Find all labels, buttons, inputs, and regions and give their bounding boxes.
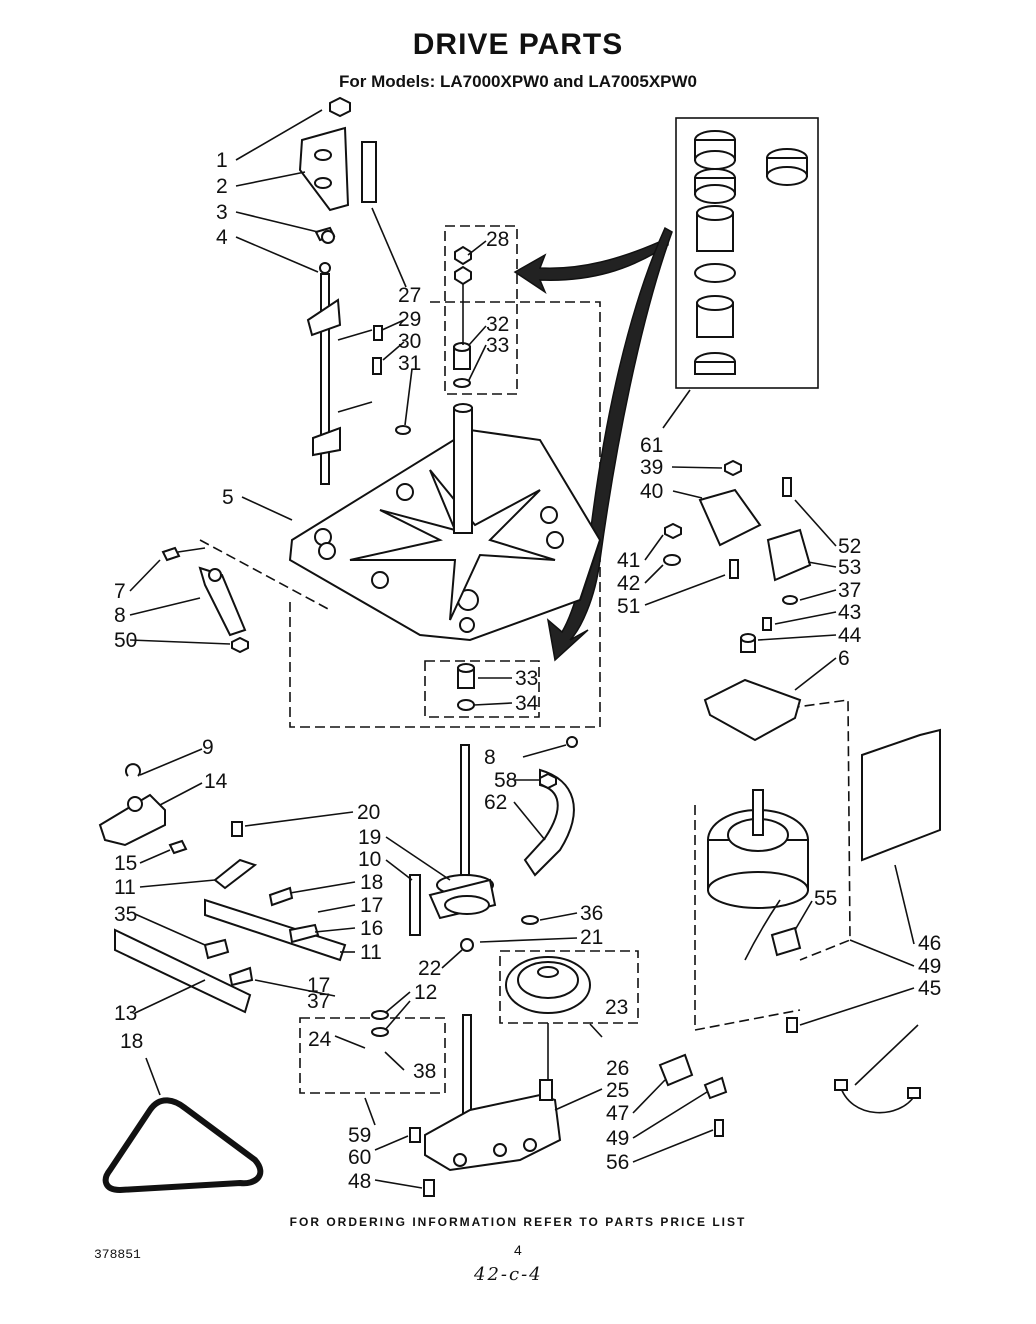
callout-16: 11 [360,941,382,964]
callout-10: 15 [114,852,137,875]
callout-20: 19 [358,826,381,849]
spout-parts [453,245,472,388]
callout-56: 55 [814,887,837,910]
bearing-kit [675,117,819,389]
callout-61: 61 [640,434,663,457]
drain-tube [521,736,578,925]
motor-bracket-parts [663,459,812,742]
callout-37a: 43 [838,601,861,624]
callout-42: 42 [617,572,640,595]
drive-pulley [505,956,591,1080]
callout-11b: 35 [114,903,137,926]
gearcase [409,1079,562,1197]
drive-belt [102,1097,264,1194]
callout-19: 10 [358,848,381,871]
callout-27: 27 [398,284,421,307]
callout-14: 20 [357,801,380,824]
assembly-arrows [513,226,673,662]
callout-18a: 17 [360,894,383,917]
callout-47: 49 [606,1127,629,1150]
callout-49a: 56 [606,1151,629,1174]
actuator-rod-assembly [298,96,411,485]
callout-46: 49 [918,955,941,978]
callout-41: 41 [617,549,640,572]
callout-49b: 45 [918,977,941,1000]
callout-44: 6 [838,647,850,670]
callout-36: 21 [580,926,603,949]
callout-22: 12 [414,981,437,1004]
ordering-info-footer: FOR ORDERING INFORMATION REFER TO PARTS … [289,1215,747,1229]
callout-58: 62 [484,791,507,814]
page-title: DRIVE PARTS [412,28,624,61]
callout-62: 9 [202,736,214,759]
callout-8b: 58 [494,769,517,792]
callout-24: 38 [413,1060,436,1083]
callout-52: 53 [838,556,861,579]
callout-labels: 1 2 3 4 27 29 30 31 5 28 32 33 61 39 40 … [114,149,941,1193]
callout-17b: 37 [307,990,330,1013]
callout-50: 33 [515,667,538,690]
callout-15: 11 [114,876,136,899]
callout-29: 29 [398,308,421,331]
callout-23: 24 [308,1028,332,1051]
callout-39: 39 [640,456,663,479]
shaft-assembly [371,663,497,1121]
callout-40: 40 [640,480,663,503]
model-subtitle: For Models: LA7000XPW0 and LA7005XPW0 [338,72,698,91]
dashed-group-boxes [199,225,851,1094]
document-number: 378851 [94,1247,141,1262]
callout-8a: 50 [114,629,137,652]
handwritten-note: 42-c-4 [474,1264,543,1285]
callout-43: 44 [838,624,862,647]
callout-5: 5 [222,486,234,509]
callout-53: 37 [838,579,861,602]
callout-4: 4 [216,226,228,249]
callout-30: 30 [398,330,421,353]
callout-34: 8 [484,746,496,769]
page-number: 4 [514,1242,522,1258]
callout-33: 33 [486,334,509,357]
callout-9: 14 [204,770,228,793]
callout-35: 36 [580,902,603,925]
leader-lines [129,109,919,1189]
callout-32: 32 [486,313,509,336]
callout-21: 22 [418,957,441,980]
callout-33b: 34 [515,692,539,715]
callout-51b: 52 [838,535,861,558]
callout-60: 48 [348,1170,371,1193]
callout-26: 25 [606,1079,629,1102]
callout-59: 60 [348,1146,371,1169]
left-link [161,546,249,654]
brake-lever-parts [114,821,421,1014]
callout-11a: 18 [360,871,383,894]
callout-31: 31 [398,352,421,375]
callout-25: 59 [348,1124,371,1147]
motor-assembly [658,728,941,1137]
callout-37b: 23 [605,996,628,1019]
callout-13: 18 [120,1030,143,1053]
callout-12: 13 [114,1002,137,1025]
callout-1: 1 [216,149,228,172]
callout-7: 8 [114,604,126,627]
callout-3: 3 [216,201,228,224]
mounting-plate [288,403,602,642]
callout-51a: 51 [617,595,640,618]
callout-18b: 17 [307,974,330,997]
callout-48: 47 [606,1102,629,1125]
callout-55: 46 [918,932,941,955]
callout-17a: 16 [360,917,383,940]
callout-28: 28 [486,228,509,251]
callout-2: 2 [216,175,228,198]
left-bracket [98,763,188,855]
callout-38: 26 [606,1057,629,1080]
callout-6: 7 [114,580,126,603]
